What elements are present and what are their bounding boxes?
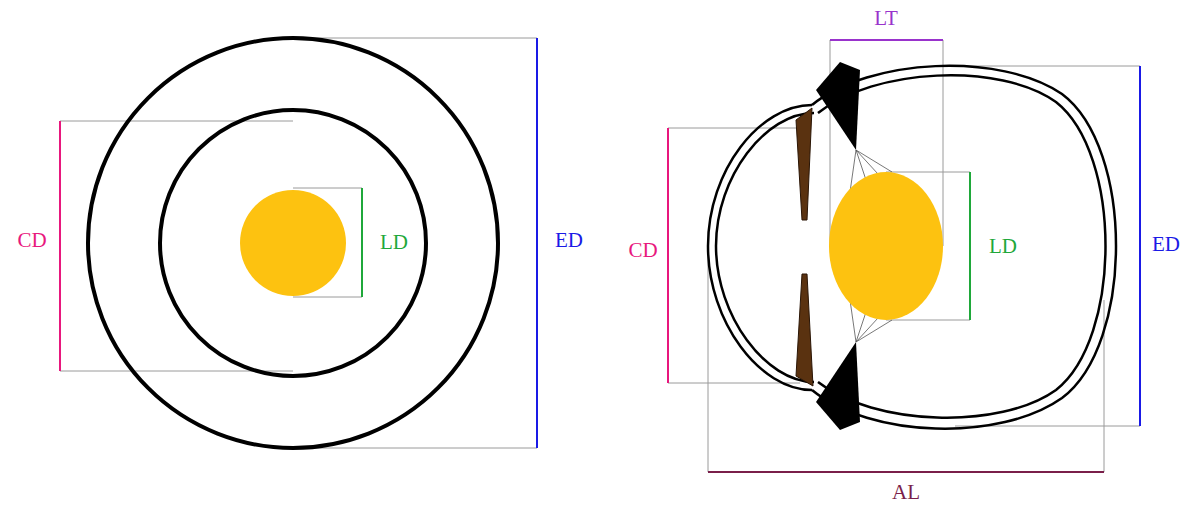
guide-line — [293, 297, 362, 298]
ciliary-body — [816, 62, 860, 150]
dimension-label: LD — [380, 232, 408, 253]
zonule — [856, 318, 878, 342]
dimension-bar — [1139, 66, 1141, 426]
zonule — [856, 150, 866, 180]
dimension-bar — [361, 188, 363, 297]
dimension-bar — [708, 471, 1104, 473]
iris — [796, 108, 812, 220]
guide-line — [830, 40, 831, 246]
guide-line — [708, 246, 709, 472]
eye-outline — [88, 38, 498, 448]
dimension-bar — [667, 128, 669, 383]
guide-line — [293, 448, 537, 449]
dimension-label: LD — [989, 236, 1017, 257]
guide-line — [293, 188, 362, 189]
zonule — [856, 150, 878, 174]
dimension-label: LT — [874, 8, 898, 29]
guide-line — [60, 121, 293, 122]
front-view — [60, 38, 537, 448]
dimension-label: ED — [555, 230, 583, 251]
cornea-outer — [708, 105, 812, 390]
guide-line — [943, 40, 944, 246]
side-view — [668, 40, 1140, 472]
dimension-label: AL — [892, 482, 920, 503]
guide-lines — [668, 40, 1140, 472]
guide-line — [886, 172, 970, 173]
guide-line — [668, 128, 796, 129]
guide-lines — [60, 38, 537, 448]
guide-line — [955, 66, 1140, 67]
dimension-label: CD — [17, 230, 46, 251]
zonule — [856, 150, 892, 172]
guide-line — [886, 320, 970, 321]
dimension-bar — [536, 38, 538, 448]
zonule — [856, 312, 866, 342]
lens — [240, 190, 346, 296]
guide-line — [293, 38, 537, 39]
eye-wall — [708, 66, 1116, 429]
dimension-label: CD — [628, 240, 657, 261]
dimension-bar — [830, 39, 943, 41]
dimension-label: ED — [1152, 234, 1180, 255]
iris — [796, 274, 813, 386]
lens — [829, 172, 943, 320]
zonule — [856, 320, 892, 342]
ciliary-body — [816, 342, 860, 430]
sclera-inner — [818, 75, 1106, 417]
cornea-outline — [160, 110, 426, 376]
dimension-bar — [969, 172, 971, 320]
dimension-bar — [59, 121, 61, 371]
